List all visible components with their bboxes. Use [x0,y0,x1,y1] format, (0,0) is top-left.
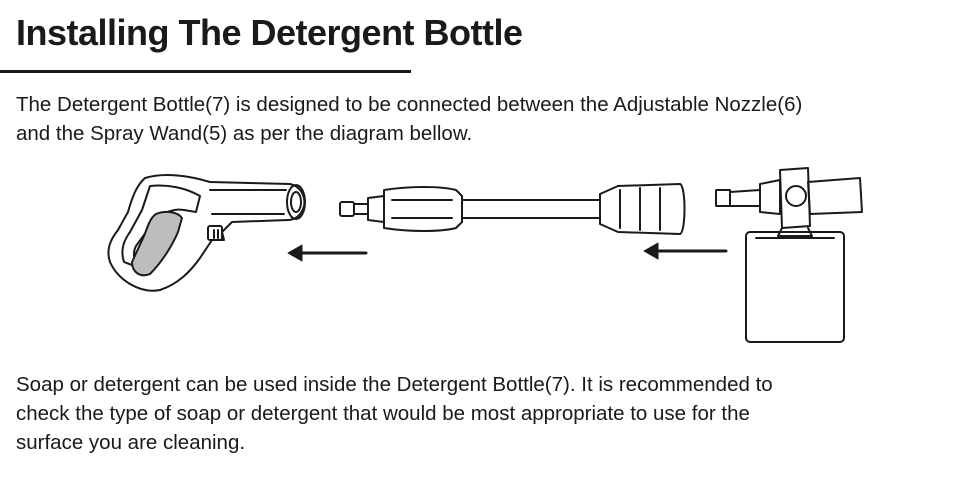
arrow-left-1-icon [287,244,368,262]
spray-wand-handle-illustration [107,174,306,292]
note-line-2: check the type of soap or detergent that… [16,402,750,425]
page-title: Installing The Detergent Bottle [16,12,523,53]
intro-paragraph: The Detergent Bottle(7) is designed to b… [16,90,946,148]
assembly-diagram [107,167,863,343]
note-line-3: surface you are cleaning. [16,431,246,454]
note-line-1: Soap or detergent can be used inside the… [16,373,773,396]
note-paragraph: Soap or detergent can be used inside the… [16,370,936,457]
intro-line-2: and the Spray Wand(5) as per the diagram… [16,122,473,145]
arrow-left-2-icon [643,242,728,260]
intro-line-1: The Detergent Bottle(7) is designed to b… [16,93,803,116]
handle-grip-shade [131,210,183,277]
detergent-bottle-illustration [715,167,863,343]
title-underline [0,70,411,73]
adjustable-nozzle-illustration [339,183,686,235]
